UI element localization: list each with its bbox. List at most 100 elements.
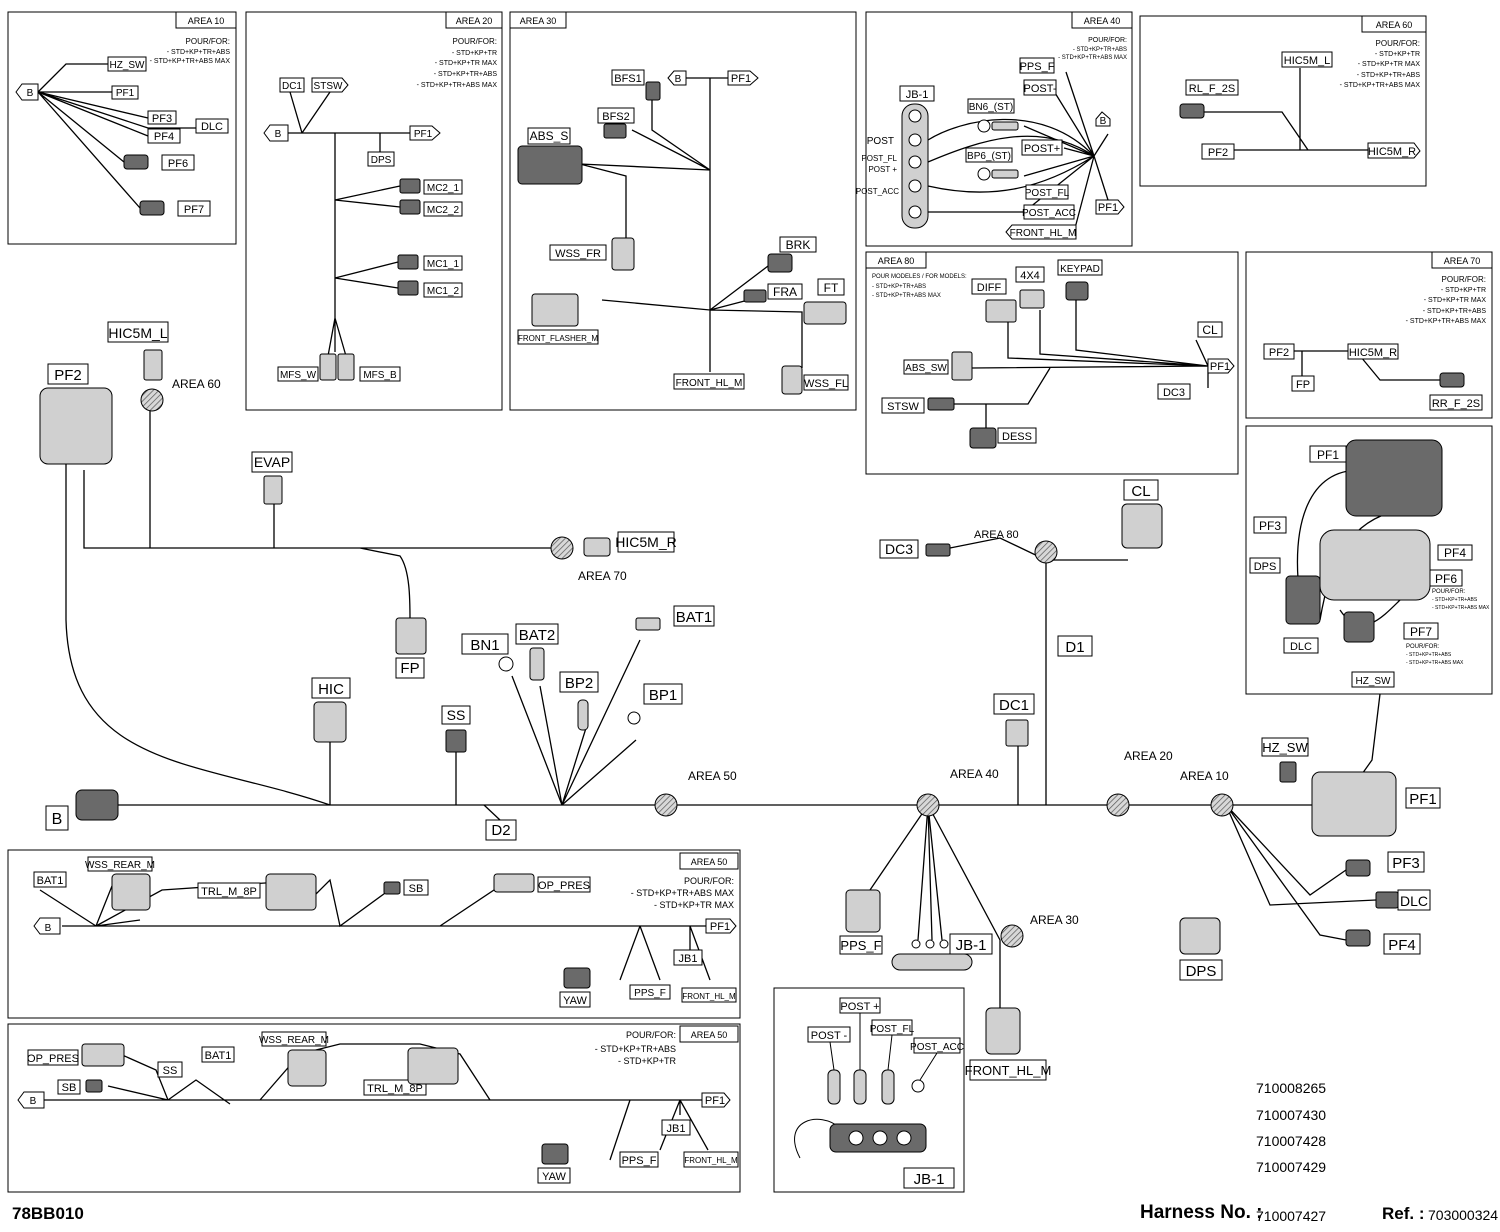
connector-label: JB-1 <box>906 89 929 101</box>
connector-label: SS <box>447 707 466 723</box>
main-harness: B PF2 HIC5M_L AREA 60 EVAP AREA 70 HIC5M… <box>39 321 1441 1081</box>
connector-label: FRONT_HL_M <box>682 992 736 1001</box>
connector-label: JB1 <box>667 1123 686 1135</box>
area-60-title: AREA 60 <box>1376 20 1413 30</box>
connector-label: PF2 <box>1269 347 1289 359</box>
connector-label: FRONT_HL_M <box>676 378 743 389</box>
connector-label: MC2_1 <box>427 183 460 194</box>
connector-label: HIC5M_R <box>615 534 676 550</box>
connector-label: PF1 <box>1098 202 1118 214</box>
variant-label: - STD+KP+TR+ABS MAX <box>150 58 231 65</box>
connector-label: POST_ACC <box>856 187 899 196</box>
connector-label: HIC5M_L <box>108 325 167 341</box>
reference-label: Ref. : <box>1382 1204 1425 1223</box>
abs-module-icon <box>517 145 583 185</box>
pour-for-label: POUR/FOR: <box>186 37 230 46</box>
connector-label: POST_ACC <box>910 1042 964 1053</box>
connector-label: POST <box>867 136 894 147</box>
connector-label: MFS_B <box>363 370 397 381</box>
connector-label: PF3 <box>1259 519 1281 533</box>
harness-number: 710007430 <box>1256 1107 1327 1123</box>
connector-label: PF1 <box>414 129 433 140</box>
connector-label: HIC5M_R <box>1368 146 1416 158</box>
connector-label: HIC5M_R <box>1349 347 1397 359</box>
connector-label: BN1 <box>470 637 499 654</box>
jb1-detail-inset: POST + POST_FL POST - POST_ACC JB-1 <box>773 987 965 1193</box>
pour-for-label: POUR/FOR: <box>453 37 497 46</box>
connector-label: HZ_SW <box>1262 740 1308 755</box>
area-60-inset: AREA 60 POUR/FOR: - STD+KP+TR - STD+KP+T… <box>1139 15 1427 187</box>
connector-label: KEYPAD <box>1060 264 1100 275</box>
area-70-inset: AREA 70 POUR/FOR: - STD+KP+TR - STD+KP+T… <box>1245 251 1493 419</box>
variant-label: - STD+KP+TR+ABS MAX <box>1406 660 1464 666</box>
connector-label: HIC5M_L <box>1284 55 1330 67</box>
pour-for-label: POUR/FOR: <box>1442 275 1486 284</box>
connector-label: WSS_REAR_M <box>259 1035 329 1046</box>
connector-label: PPS_F <box>1020 61 1055 73</box>
variant-label: - STD+KP+TR <box>1441 287 1486 294</box>
connector-label: JB-1 <box>914 1171 945 1188</box>
variant-label: - STD+KP+TR+ABS MAX <box>1432 605 1490 611</box>
area-80-inset: AREA 80 POUR MODELES / FOR MODELS: - STD… <box>865 251 1239 475</box>
pour-for-label: POUR/FOR: <box>626 1030 676 1040</box>
connector-label: PPS_F <box>634 988 666 999</box>
connector-label: DPS <box>371 155 392 166</box>
connector-label: BN6_(ST) <box>969 102 1013 113</box>
variant-label: - STD+KP+TR+ABS <box>1423 308 1487 315</box>
connector-label: PF3 <box>152 113 172 125</box>
connector-label: DLC <box>201 121 223 133</box>
connector-label: DC1 <box>999 697 1029 714</box>
connector-label: PF7 <box>184 204 204 216</box>
connector-label: PF1 <box>705 1095 725 1107</box>
connector-label: POST + <box>868 165 897 174</box>
pour-for-label: POUR/FOR: <box>1088 37 1127 44</box>
connector-label: FP <box>1296 379 1310 391</box>
connector-label: B <box>675 74 682 85</box>
connector-label: PF1 <box>731 73 751 85</box>
variant-label: - STD+KP+TR+ABS MAX <box>1340 82 1421 89</box>
connector-label: TRL_M_8P <box>201 886 257 898</box>
connector-label: SB <box>62 1082 77 1094</box>
connector-label: PF4 <box>1444 546 1466 560</box>
connector-label: PF4 <box>1388 937 1416 954</box>
connector-label: FRONT_FLASHER_M <box>518 334 598 343</box>
connector-label: WSS_REAR_M <box>85 860 155 871</box>
connector-label: STSW <box>887 401 919 413</box>
connector-label: STSW <box>314 81 343 92</box>
connector-label: BRK <box>786 238 811 252</box>
variant-label: - STD+KP+TR+ABS MAX <box>872 293 941 299</box>
connector-label: HZ_SW <box>110 60 146 71</box>
connector-label: WSS_FR <box>555 248 601 260</box>
connector-label: DPS <box>1186 963 1217 980</box>
connector-label: SS <box>163 1065 178 1077</box>
area-20-inset: AREA 20 POUR/FOR: - STD+KP+TR - STD+KP+T… <box>245 11 503 411</box>
area-10-inset: AREA 10 POUR/FOR: - STD+KP+TR+ABS - STD+… <box>7 11 237 245</box>
connector-label: SB <box>409 883 424 895</box>
connector-label: PF6 <box>168 158 188 170</box>
connector-label: ABS_SW <box>905 363 947 374</box>
connector-label: DLC <box>1400 893 1428 909</box>
connector-label: BP6_(ST) <box>967 151 1011 162</box>
pour-for-label: POUR/FOR: <box>1432 589 1466 595</box>
connector-label: JB1 <box>679 953 698 965</box>
connector-label: CL <box>1202 323 1218 337</box>
connector-label: BAT2 <box>519 627 555 644</box>
connector-label: 4X4 <box>1020 270 1040 282</box>
variant-label: - STD+KP+TR+ABS MAX <box>1058 55 1127 61</box>
diagram-code: 78BB010 <box>12 1204 84 1223</box>
harness-number: 710007429 <box>1256 1159 1327 1175</box>
area-50-inset-lower: AREA 50 POUR/FOR: - STD+KP+TR+ABS - STD+… <box>7 1023 741 1193</box>
variant-label: - STD+KP+TR+ABS MAX <box>1406 318 1487 325</box>
variant-label: - STD+KP+TR+ABS <box>595 1044 676 1054</box>
variant-label: - STD+KP+TR MAX <box>1358 61 1421 68</box>
connector-label: TRL_M_8P <box>367 1083 423 1095</box>
connector-label: B <box>45 923 52 934</box>
pour-for-label: POUR/FOR: <box>1406 644 1440 650</box>
connector-label: PF2 <box>54 367 82 384</box>
connector-label: B <box>30 1096 37 1107</box>
connector-label: POST_FL <box>870 1024 915 1035</box>
connector-label: POST- <box>1023 83 1056 95</box>
connector-label: DIFF <box>977 282 1002 294</box>
connector-label: CL <box>1131 483 1150 500</box>
connector-label: MC1_2 <box>427 286 460 297</box>
